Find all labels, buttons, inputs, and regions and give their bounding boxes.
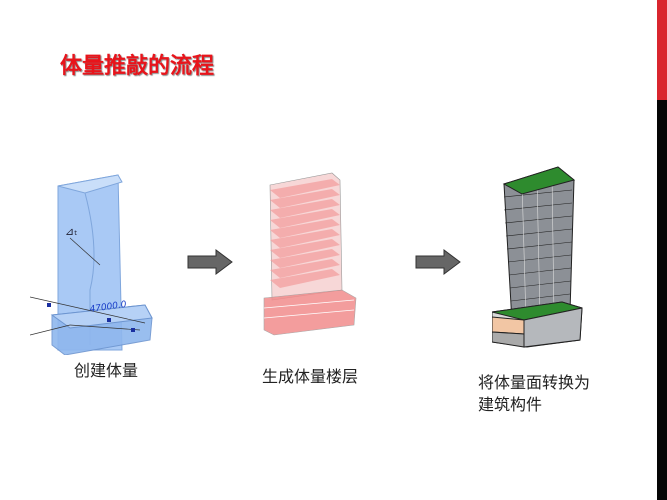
- slide-title: 体量推敲的流程: [60, 54, 215, 79]
- step-label-convert-line1: 将体量面转换为: [478, 373, 591, 392]
- step-label-convert-line2: 建筑构件: [478, 395, 543, 414]
- side-accent-bar-red: [657, 0, 667, 100]
- step-label-mass-floors: 生成体量楼层: [262, 367, 359, 386]
- flow-arrow-1: [187, 249, 233, 275]
- building-elements-image: [492, 166, 583, 348]
- mass-model-image: ⊿ₜ 47000.0: [30, 174, 153, 355]
- flow-arrow-2: [415, 249, 461, 275]
- step-label-create-mass: 创建体量: [74, 361, 139, 380]
- svg-text:⊿ₜ: ⊿ₜ: [65, 225, 77, 238]
- side-accent-bar-black: [657, 100, 667, 500]
- step-label-convert: 将体量面转换为 建筑构件: [478, 372, 590, 416]
- mass-floors-image: [263, 172, 357, 336]
